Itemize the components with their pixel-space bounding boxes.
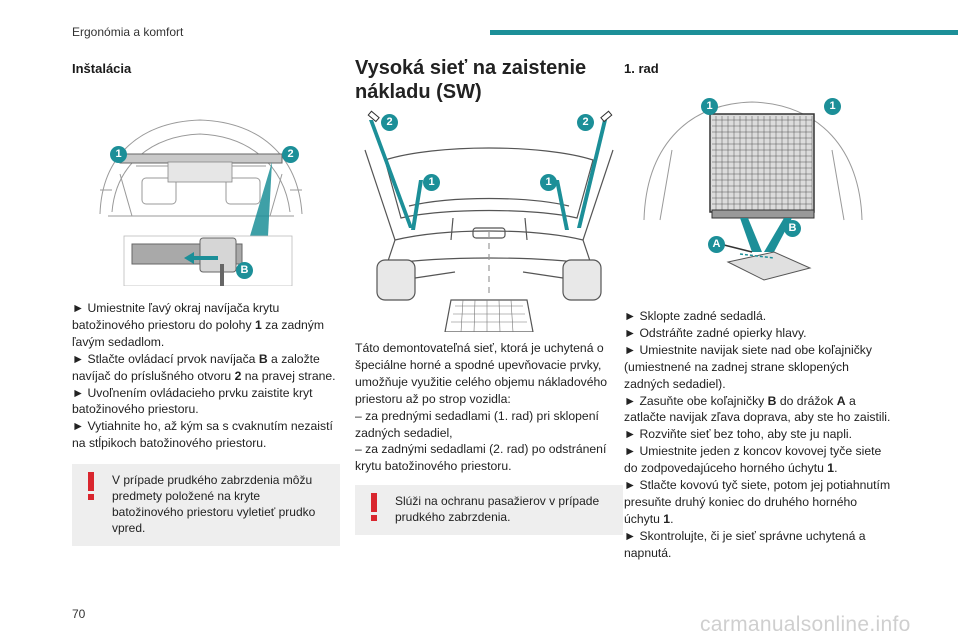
- first-row-step: ► Umiestnite jeden z koncov kovovej tyče…: [624, 444, 882, 476]
- column-installation: Inštalácia: [72, 56, 340, 547]
- installation-step: ► Umiestnite ľavý okraj navíjača krytu b…: [72, 301, 325, 349]
- installation-step: ► Vytiahnite ho, až kým sa s cvaknutím n…: [72, 419, 333, 451]
- figure-callout-1: 1: [110, 146, 127, 163]
- section-title: Vysoká sieť na zaistenie nákladu (SW): [355, 57, 587, 103]
- first-row-step: ► Zasuňte obe koľajničky B do drážok A a…: [624, 393, 891, 425]
- figure-callout-b: B: [236, 262, 253, 279]
- page-number: 70: [72, 607, 86, 621]
- installation-heading: Inštalácia: [72, 61, 132, 76]
- trunk-cover-illustration: [99, 119, 303, 286]
- first-row-net-illustration: [643, 101, 863, 281]
- callout-label: A: [712, 238, 721, 250]
- first-row-step: ► Skontrolujte, či je sieť správne uchyt…: [624, 528, 866, 560]
- figure-callout-a: A: [708, 236, 725, 253]
- figure-callout-2: 2: [282, 146, 299, 163]
- first-row-step: ► Odstráňte zadné opierky hlavy.: [624, 325, 807, 340]
- figure-callout-2-left: 2: [381, 114, 398, 131]
- cargo-net-figure: 2 2 1 1: [355, 110, 623, 332]
- callout-label: 1: [545, 176, 552, 188]
- cargo-net-intro: Táto demontovateľná sieť, ktorá je uchyt…: [355, 341, 608, 406]
- first-row-step: ► Sklopte zadné sedadlá.: [624, 309, 767, 323]
- first-row-heading: 1. rad: [624, 61, 659, 76]
- warning-exclamation-icon: [88, 472, 94, 501]
- watermark: carmanualsonline.info: [700, 613, 911, 636]
- cargo-net-list-item: – za prednými sedadlami (1. rad) pri skl…: [355, 408, 599, 440]
- callout-label: 1: [706, 100, 713, 112]
- info-note-text: Slúži na ochranu pasažierov v prípade pr…: [395, 494, 600, 525]
- figure-callout-b: B: [784, 220, 801, 237]
- callout-label: 1: [115, 148, 122, 160]
- figure-callout-2-right: 2: [577, 114, 594, 131]
- callout-label: 2: [582, 116, 589, 128]
- cargo-net-description: Táto demontovateľná sieť, ktorá je uchyt…: [355, 340, 623, 475]
- installation-steps: ► Umiestnite ľavý okraj navíjača krytu b…: [72, 300, 340, 452]
- cargo-net-illustration: [364, 110, 614, 332]
- first-row-step: ► Umiestnite navijak siete nad obe koľaj…: [624, 342, 872, 391]
- warning-note-text: V prípade prudkého zabrzdenia môžu predm…: [112, 473, 316, 536]
- callout-label: 1: [428, 176, 435, 188]
- first-row-steps: ► Sklopte zadné sedadlá. ► Odstráňte zad…: [624, 308, 892, 562]
- chapter-accent-bar: [490, 30, 958, 35]
- figure-callout-1-left: 1: [701, 98, 718, 115]
- callout-label: 2: [386, 116, 393, 128]
- installation-step: ► Uvoľnením ovládacieho prvku zaistite k…: [72, 385, 313, 417]
- warning-note: V prípade prudkého zabrzdenia môžu predm…: [72, 464, 340, 547]
- callout-label: 2: [287, 148, 294, 160]
- column-cargo-net: Vysoká sieť na zaistenie nákladu (SW): [355, 56, 623, 536]
- first-row-step: ► Rozviňte sieť bez toho, aby ste ju nap…: [624, 427, 853, 442]
- trunk-cover-figure: 1 2 B: [72, 94, 340, 286]
- first-row-step: ► Stlačte kovovú tyč siete, potom jej po…: [624, 478, 891, 526]
- info-note: Slúži na ochranu pasažierov v prípade pr…: [355, 485, 623, 536]
- callout-label: B: [788, 222, 797, 234]
- callout-label: 1: [829, 100, 836, 112]
- figure-callout-1-right: 1: [824, 98, 841, 115]
- first-row-figure: 1 1 A B: [624, 90, 892, 282]
- column-first-row: 1. rad 1 1: [624, 56, 892, 562]
- callout-label: B: [240, 264, 249, 276]
- cargo-net-list-item: – za zadnými sedadlami (2. rad) po odstr…: [355, 442, 607, 474]
- figure-callout-1-right: 1: [540, 174, 557, 191]
- figure-callout-1-left: 1: [423, 174, 440, 191]
- warning-exclamation-icon: [371, 493, 377, 522]
- installation-step: ► Stlačte ovládací prvok navíjača B a za…: [72, 351, 336, 383]
- chapter-title: Ergonómia a komfort: [72, 25, 184, 39]
